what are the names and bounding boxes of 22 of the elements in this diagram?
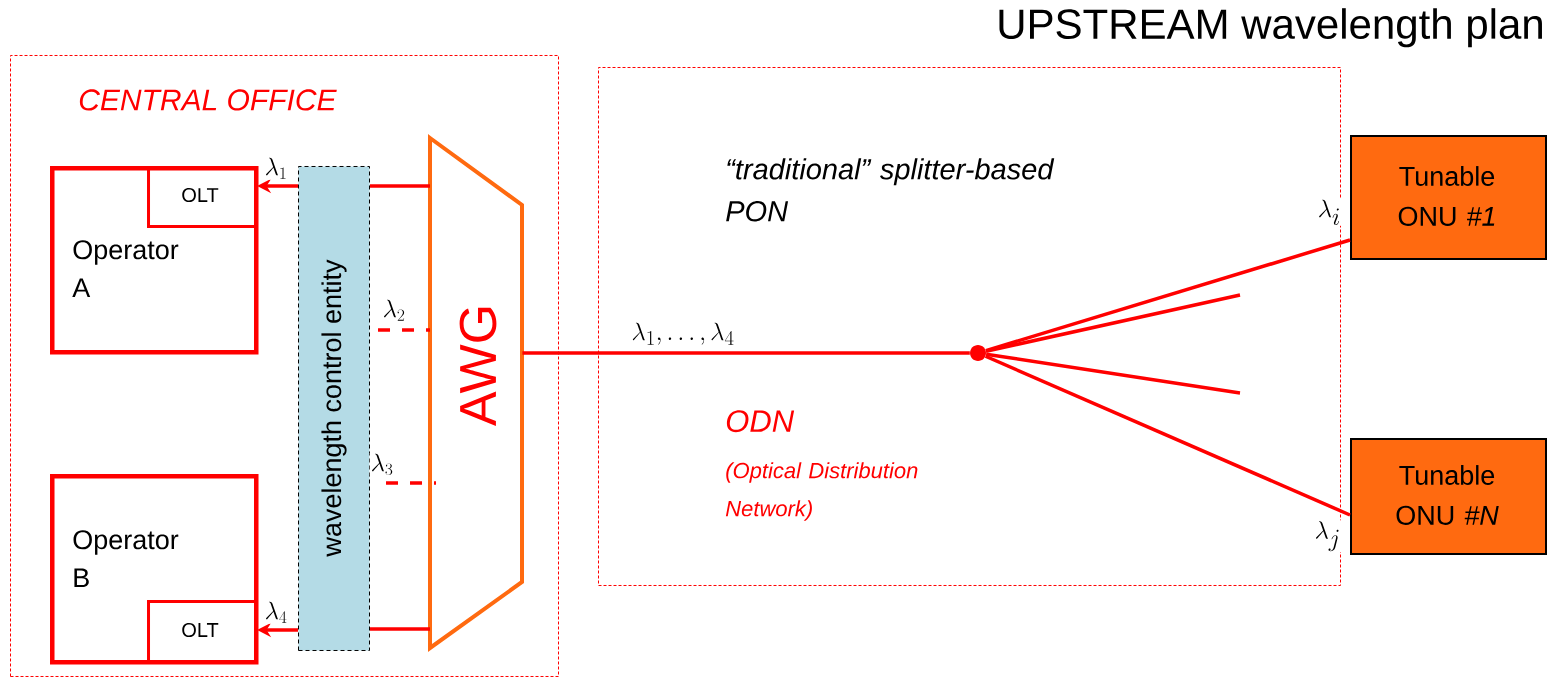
edge-label: $\lambda_4$ (263, 600, 289, 624)
onu-box: Tunable ONU #N (1350, 438, 1547, 555)
onu-box: Tunable ONU #1 (1350, 135, 1547, 260)
fiber-line (985, 352, 1241, 395)
title: UPSTREAM wavelength plan (999, 8, 1542, 48)
fiber-line (984, 354, 1351, 517)
control-entity-box: wavelength control entity (298, 166, 370, 651)
fiber-line (522, 351, 970, 355)
edge-label: $\lambda_1,\ldots,\lambda_4$ (630, 321, 736, 346)
fiber-line (370, 627, 430, 631)
edge-label: $\lambda_i$ (1316, 198, 1342, 226)
fiber-line (378, 328, 430, 332)
fiber-line (370, 184, 430, 188)
fiber-line (386, 481, 436, 485)
olt-box: OLT (147, 166, 257, 228)
fiber-line (985, 293, 1241, 353)
edge-label: $\lambda_2$ (381, 298, 407, 322)
edge-label: $\lambda_3$ (369, 452, 395, 476)
edge-label: $\lambda_j$ (1313, 520, 1342, 553)
olt-box: OLT (147, 600, 257, 663)
splitter-dot (970, 345, 986, 361)
edge-label: $\lambda_1$ (263, 156, 289, 180)
